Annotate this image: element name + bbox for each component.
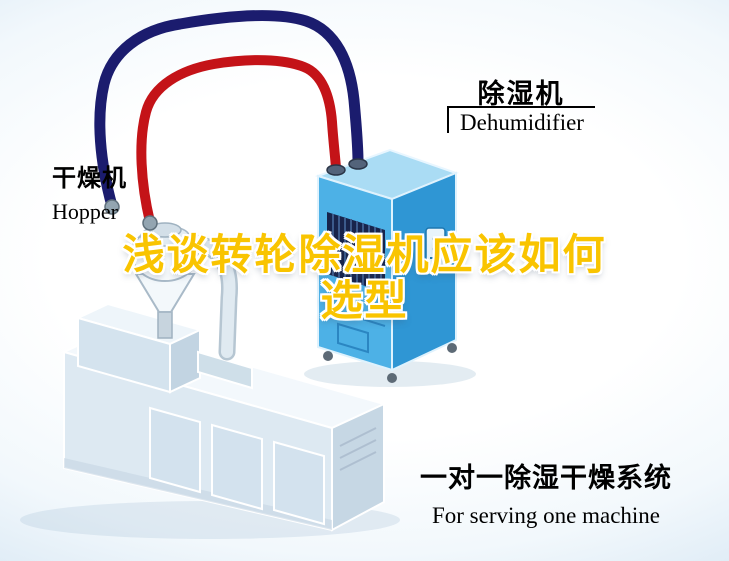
system-label-en: For serving one machine	[431, 503, 661, 528]
dry-air-hose	[94, 10, 364, 212]
return-air-hose	[136, 55, 341, 227]
machine-end-vents	[339, 427, 377, 471]
caster-wheels	[323, 343, 457, 383]
label-underline	[447, 106, 595, 108]
system-label: 一对一除湿干燥系统 For serving one machine	[398, 456, 694, 529]
grille-slats	[332, 214, 382, 291]
machine-access-panels	[149, 406, 325, 526]
hopper-label-en: Hopper	[52, 199, 118, 224]
dehumidifier-side-face	[391, 171, 457, 372]
title-line-2: 选型	[320, 277, 409, 324]
hopper-label: 干燥机 Hopper	[52, 158, 127, 225]
dehumidifier-unit	[314, 148, 459, 383]
front-groove	[326, 307, 386, 327]
panel-button	[432, 246, 438, 252]
panel-button	[432, 236, 438, 242]
hopper-duct	[184, 236, 236, 358]
machine-base-strip	[64, 458, 332, 530]
page-title: 浅谈转轮除湿机应该如何 选型	[0, 232, 729, 324]
front-hatch	[337, 322, 369, 354]
dehumidifier-label: 除湿机	[447, 72, 595, 115]
title-line-1: 浅谈转轮除湿机应该如何	[122, 231, 607, 278]
hopper-unit	[131, 222, 238, 361]
machine-end-face	[331, 402, 385, 532]
system-label-zh: 一对一除湿干燥系统	[420, 463, 672, 493]
dehumidifier-label-zh: 除湿机	[477, 79, 565, 109]
hopper-label-zh: 干燥机	[52, 165, 127, 192]
hose-fittings	[104, 158, 368, 231]
machine-barrel	[197, 350, 253, 390]
label-leader-tick	[447, 106, 449, 133]
dehumidifier-label-en: Dehumidifier	[460, 110, 584, 135]
